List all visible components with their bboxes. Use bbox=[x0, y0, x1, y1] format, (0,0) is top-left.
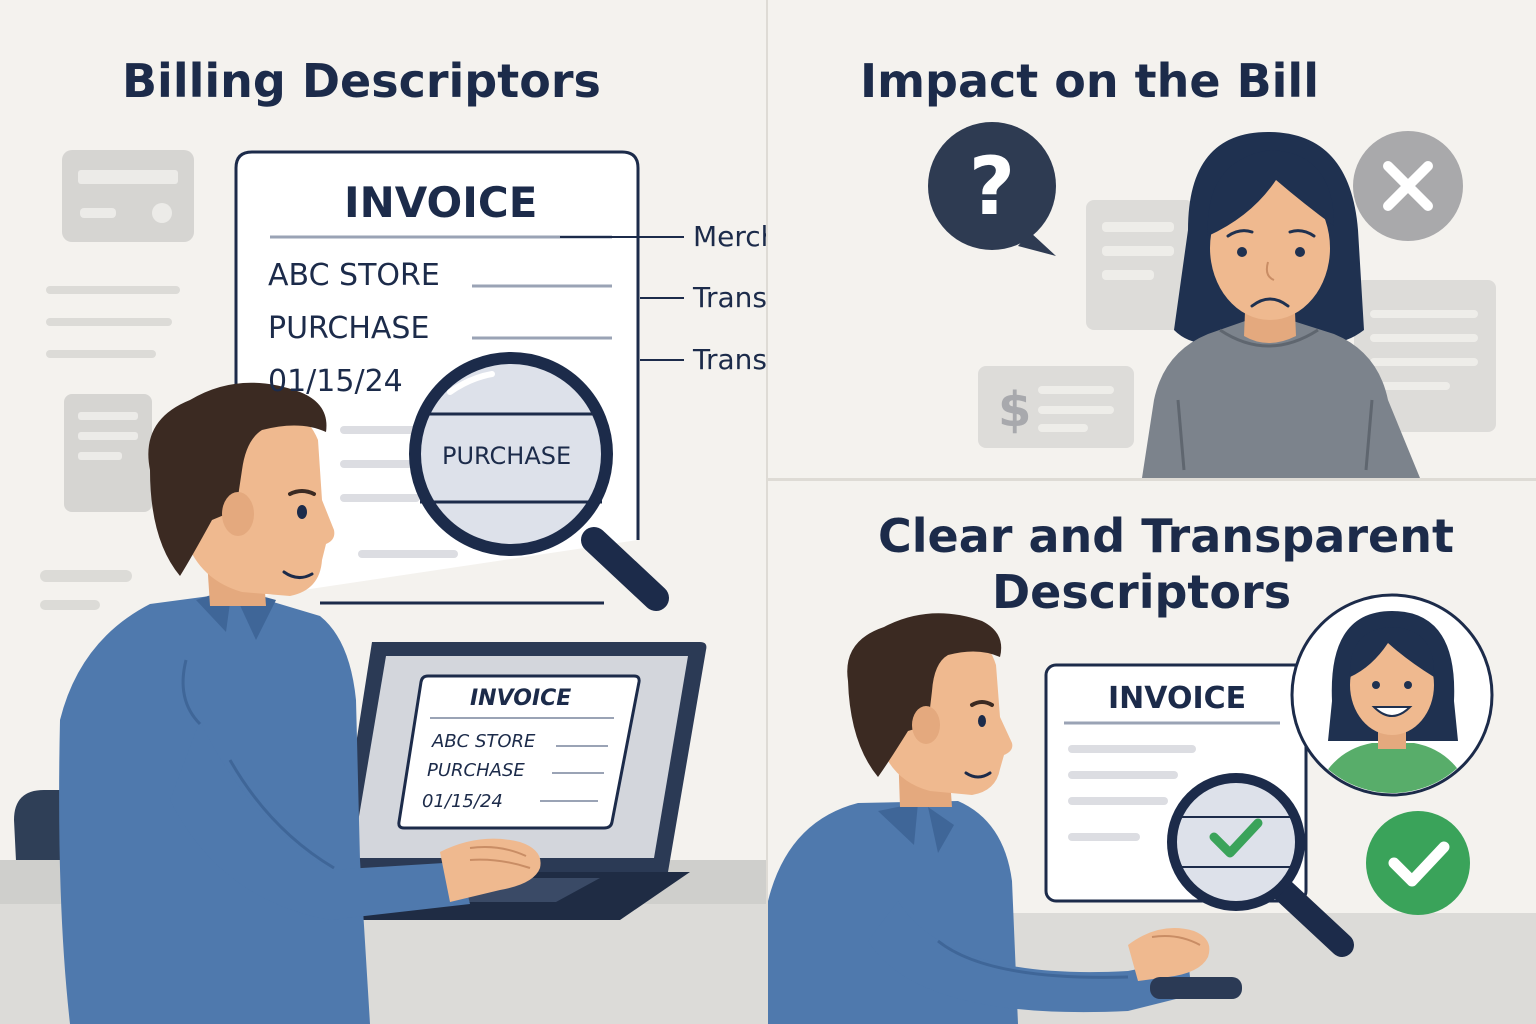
magnified-purchase-label: PURCHASE bbox=[442, 442, 572, 470]
impact-on-bill-panel: $ ? bbox=[768, 0, 1536, 478]
impact-illustration: $ ? bbox=[928, 122, 1496, 478]
smiling-man bbox=[768, 613, 1242, 1024]
background-text-lines bbox=[40, 286, 180, 610]
question-bubble-icon: ? bbox=[928, 122, 1056, 256]
billing-descriptors-panel: Billing Descriptors INVOICE ABC STORE PU… bbox=[0, 0, 766, 1024]
callout-transaction-type: Transaction type bbox=[693, 281, 766, 314]
callout-connectors bbox=[560, 236, 684, 361]
panel-divider-vertical bbox=[766, 0, 768, 1024]
clear-descriptors-panel: Clear and Transparent Descriptors INVOIC… bbox=[768, 481, 1536, 1024]
man-at-laptop bbox=[59, 382, 541, 1024]
background-document-icon bbox=[64, 394, 152, 512]
worried-woman bbox=[1142, 132, 1420, 478]
invoice-merchant: ABC STORE bbox=[268, 258, 440, 293]
laptop-invoice-card bbox=[397, 674, 641, 830]
invoice-heading: INVOICE bbox=[344, 178, 538, 227]
check-icon bbox=[1209, 818, 1263, 858]
dollar-icon: $ bbox=[978, 366, 1134, 448]
magnifier-icon bbox=[409, 352, 669, 611]
invoice-date: 01/15/24 bbox=[268, 364, 403, 399]
panel-title-clear-line1: Clear and Transparent bbox=[878, 509, 1454, 563]
laptop-invoice-date: 01/15/24 bbox=[422, 791, 503, 812]
panel-divider-horizontal bbox=[768, 478, 1536, 481]
panel-title-impact: Impact on the Bill bbox=[860, 54, 1319, 108]
panel-title-billing: Billing Descriptors bbox=[122, 54, 601, 108]
laptop-invoice-type: PURCHASE bbox=[427, 760, 525, 781]
happy-customer-avatar bbox=[1290, 593, 1494, 797]
background-card-icon bbox=[62, 150, 194, 242]
invoice-type: PURCHASE bbox=[268, 311, 430, 346]
callout-merchant-name: Merchant name bbox=[693, 220, 766, 253]
check-circle-icon bbox=[1366, 811, 1470, 915]
clear-illustration bbox=[768, 593, 1536, 1024]
clear-invoice-heading: INVOICE bbox=[1108, 681, 1247, 716]
billing-illustration bbox=[0, 150, 766, 1024]
background-statement-card-right bbox=[1354, 280, 1496, 432]
laptop-invoice-merchant: ABC STORE bbox=[432, 731, 536, 752]
panel-title-clear-line2: Descriptors bbox=[992, 565, 1292, 619]
laptop-invoice-heading: INVOICE bbox=[470, 686, 572, 711]
svg-text:?: ? bbox=[969, 140, 1015, 233]
svg-text:$: $ bbox=[998, 382, 1031, 438]
x-circle-icon bbox=[1353, 131, 1463, 241]
callout-transaction-date: Transaction date bbox=[693, 343, 766, 376]
background-statement-card bbox=[1086, 200, 1194, 330]
